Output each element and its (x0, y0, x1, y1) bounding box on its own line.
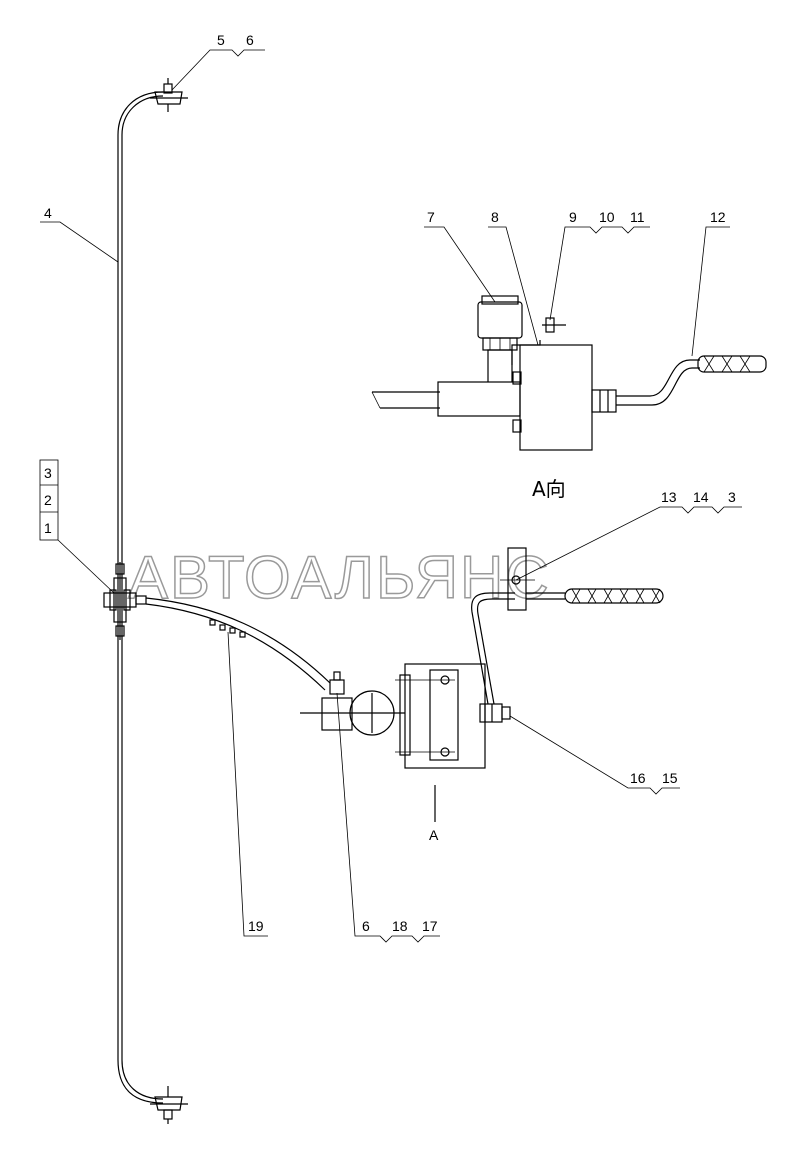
callout-16-15: 16 15 (509, 715, 680, 795)
callout-7-label: 7 (427, 209, 435, 225)
callout-2: 2 (44, 492, 52, 508)
callout-9-10-11: 9 10 11 (549, 209, 650, 321)
callout-8: 8 (488, 209, 539, 346)
callout-12-label: 12 (710, 209, 726, 225)
brake-chamber-assembly (300, 663, 511, 769)
detail-view-a: A向 (371, 295, 767, 501)
callout-14: 14 (693, 489, 709, 505)
callout-6-lower: 6 (362, 918, 370, 934)
callout-1: 1 (44, 520, 52, 536)
callout-19: 19 (227, 631, 268, 937)
view-a-arrow-label: A (429, 827, 439, 843)
tee-fitting (103, 562, 147, 640)
view-a-arrow: A (429, 785, 439, 843)
watermark-text: АВТОАЛЬЯНС (128, 544, 551, 611)
callout-5-6: 5 6 (171, 32, 265, 91)
callout-7: 7 (424, 209, 496, 303)
chamber-outlet-pipe (471, 547, 664, 705)
hose-tee-to-chamber (145, 597, 331, 691)
bottom-pipe-clamp (150, 1086, 188, 1124)
callout-5: 5 (217, 32, 225, 48)
view-a-title: A向 (532, 477, 566, 501)
callout-18: 18 (392, 918, 408, 934)
vertical-pipe (117, 91, 164, 1104)
callout-6-18-17: 6 18 17 (336, 692, 440, 943)
top-pipe-clamp (150, 78, 188, 112)
callout-4-label: 4 (44, 205, 52, 221)
callout-15: 15 (662, 770, 678, 786)
callout-16: 16 (630, 770, 646, 786)
callout-19-label: 19 (248, 918, 264, 934)
callout-13: 13 (661, 489, 677, 505)
callout-11: 11 (630, 209, 645, 225)
callout-6: 6 (246, 32, 254, 48)
callout-10: 10 (599, 209, 615, 225)
callout-3-right: 3 (728, 489, 736, 505)
callout-3-left: 3 (44, 465, 52, 481)
callout-12: 12 (691, 209, 730, 357)
callout-17: 17 (422, 918, 438, 934)
callout-8-label: 8 (491, 209, 499, 225)
callout-13-14-3: 13 14 3 (515, 489, 742, 581)
callout-9: 9 (569, 209, 577, 225)
callout-1-2-3: 3 2 1 (39, 459, 115, 594)
callout-4: 4 (40, 205, 119, 263)
